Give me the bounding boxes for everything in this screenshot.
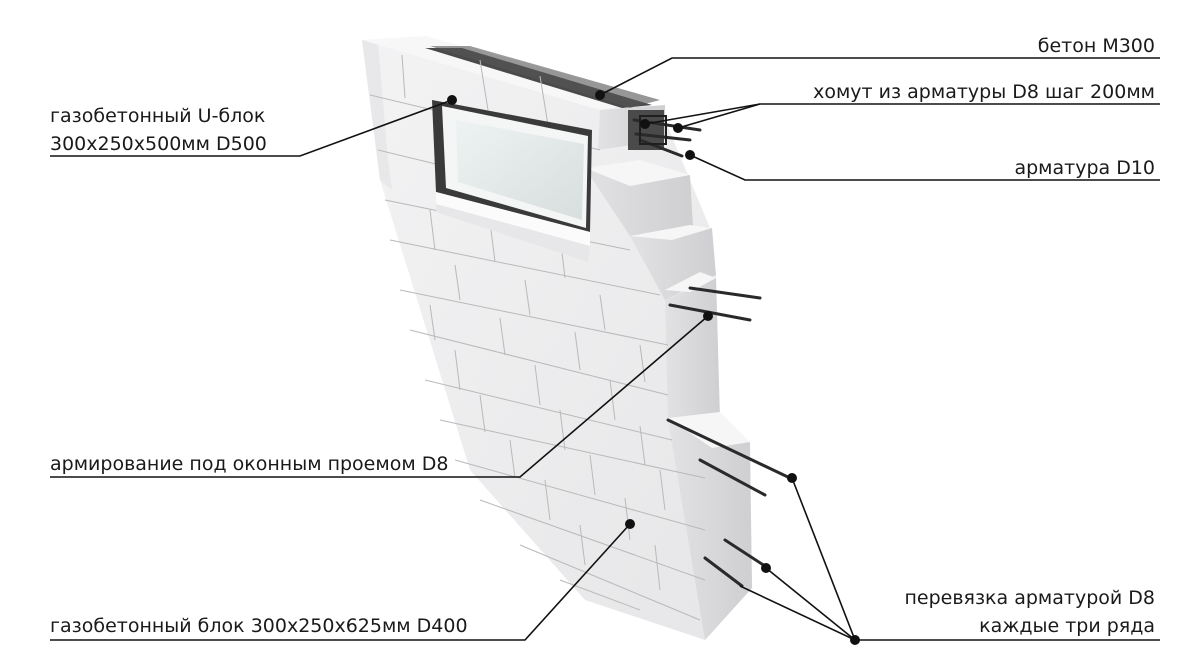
bonding-rebar — [666, 418, 792, 588]
label-bonding-line1: перевязка арматурой D8 — [904, 587, 1155, 609]
label-bonding-line2: каждые три ряда — [979, 615, 1155, 637]
leader-window-reinforcement — [50, 311, 713, 478]
label-stirrup: хомут из арматуры D8 шаг 200мм — [813, 81, 1155, 103]
leader-block — [50, 519, 635, 641]
stirrup-shape — [639, 115, 667, 145]
label-concrete: бетон М300 — [1038, 35, 1155, 57]
label-block: газобетонный блок 300х250х625мм D400 — [50, 615, 468, 637]
label-window-reinforcement: армирование под оконным проемом D8 — [50, 453, 448, 475]
label-u-block-line2: 300х250х500мм D500 — [50, 133, 267, 155]
leader-rebar-d10 — [685, 150, 1160, 181]
label-u-block-line1: газобетонный U-блок — [50, 105, 265, 127]
leader-u-block — [50, 95, 457, 157]
leader-concrete — [595, 57, 1160, 100]
leader-bonding — [739, 473, 1160, 645]
leader-stirrup — [640, 103, 1160, 133]
block-joints — [369, 54, 706, 621]
window — [432, 100, 592, 262]
label-rebar-d10: арматура D10 — [1014, 157, 1155, 179]
